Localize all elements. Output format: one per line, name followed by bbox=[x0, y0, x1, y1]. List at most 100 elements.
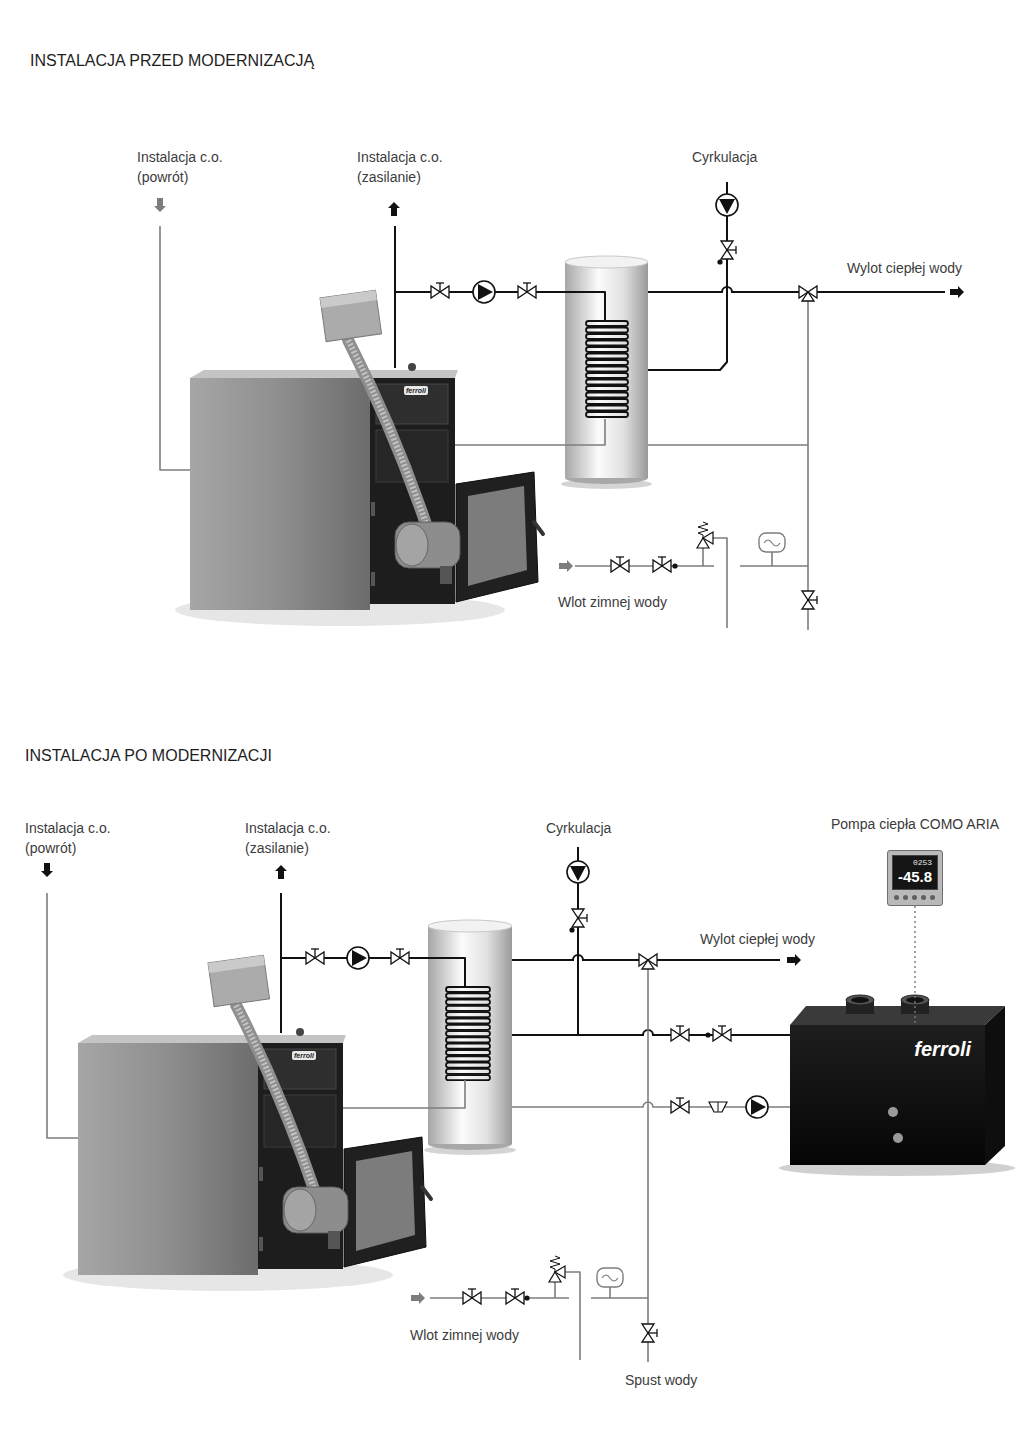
pump-symbol bbox=[347, 947, 369, 969]
tank-top bbox=[428, 920, 512, 932]
gate-valve bbox=[611, 557, 629, 572]
valve-handle bbox=[658, 556, 666, 557]
valve-body bbox=[680, 1029, 689, 1041]
pipe bbox=[647, 968, 649, 1362]
door-window bbox=[356, 1151, 415, 1251]
pipe bbox=[807, 300, 809, 630]
heating-coil bbox=[446, 1075, 490, 1080]
pump-symbol bbox=[567, 861, 589, 883]
feeder-tube-ribs bbox=[236, 1005, 316, 1195]
valve-body bbox=[722, 1029, 731, 1041]
label-slot: Instalacja c.o. (powrót) bbox=[137, 147, 237, 187]
boiler-hinge bbox=[259, 1237, 263, 1251]
boiler-side bbox=[190, 378, 370, 610]
pipe-label: Instalacja c.o. (powrót) bbox=[25, 818, 125, 858]
heating-coil bbox=[586, 406, 628, 411]
heating-coil bbox=[446, 1025, 490, 1030]
pipe bbox=[609, 1287, 611, 1298]
controller-panel: 0253-45.8Pompa ciepła COMO ARIA bbox=[825, 815, 1005, 906]
boiler-door bbox=[456, 472, 538, 602]
boiler-hinge bbox=[259, 1167, 263, 1181]
valve-body bbox=[721, 250, 733, 259]
pipe bbox=[395, 292, 605, 321]
three-way-valve bbox=[799, 286, 817, 301]
burner-cap bbox=[396, 524, 428, 566]
flow-arrow bbox=[388, 202, 400, 216]
burner-body bbox=[395, 522, 460, 568]
heat-pump-unit: ferroli bbox=[790, 1025, 985, 1165]
valve-body bbox=[391, 952, 400, 964]
heating-coil bbox=[586, 334, 628, 339]
tank-top bbox=[565, 256, 648, 268]
valve-stem bbox=[514, 1289, 515, 1298]
valve-stem bbox=[721, 1026, 722, 1035]
label-slot: Wlot zimnej wody bbox=[558, 592, 667, 612]
arrow-shape bbox=[411, 1292, 425, 1304]
burner-body bbox=[283, 1187, 348, 1233]
arrow-shape bbox=[388, 202, 400, 216]
valve-body bbox=[515, 1292, 524, 1304]
boiler-top bbox=[78, 1035, 346, 1043]
pipe bbox=[343, 1080, 465, 1108]
thermometer bbox=[296, 1028, 304, 1036]
label-slot: ferroli bbox=[292, 1051, 316, 1060]
label-slot: INSTALACJA PO MODERNIZACJI bbox=[25, 746, 272, 766]
pump-symbol bbox=[473, 281, 495, 303]
valve-body bbox=[555, 1266, 565, 1278]
pipe bbox=[702, 548, 704, 566]
pipe bbox=[771, 552, 773, 566]
valve-body bbox=[463, 1292, 472, 1304]
filter-body bbox=[709, 1102, 727, 1112]
gate-valve bbox=[713, 1026, 731, 1041]
gate-valve bbox=[721, 241, 736, 259]
label-slot: Wlot zimnej wody bbox=[410, 1325, 519, 1345]
pump-symbol bbox=[746, 1096, 768, 1118]
valve-body bbox=[721, 241, 733, 250]
boiler-hinge bbox=[371, 572, 375, 586]
valve-stem bbox=[399, 949, 400, 958]
boiler-side bbox=[78, 1043, 258, 1275]
valve-body bbox=[713, 1029, 722, 1041]
pipe bbox=[430, 1297, 569, 1299]
heating-coil bbox=[586, 360, 628, 365]
vessel-membrane bbox=[602, 1275, 618, 1281]
controller-button bbox=[912, 895, 917, 900]
gate-valve bbox=[671, 1026, 689, 1041]
burner-nozzle bbox=[440, 566, 452, 584]
pipe bbox=[394, 226, 396, 368]
feeder-tube bbox=[236, 1005, 316, 1195]
heating-coil bbox=[446, 1031, 490, 1036]
pipe bbox=[280, 893, 282, 1033]
heating-coil bbox=[446, 1012, 490, 1017]
valve-stem bbox=[661, 557, 662, 566]
valve-body bbox=[611, 560, 620, 572]
valve-handle bbox=[616, 556, 624, 557]
pipe bbox=[554, 1282, 556, 1298]
pipe bbox=[591, 1297, 648, 1299]
section-title: INSTALACJA PRZED MODERNIZACJĄ bbox=[30, 51, 314, 71]
valve-handle bbox=[523, 282, 531, 283]
pipe bbox=[648, 182, 727, 370]
valve-handle bbox=[656, 1329, 657, 1337]
controller-button bbox=[930, 895, 935, 900]
valve-stem bbox=[439, 283, 440, 292]
valve-body bbox=[620, 560, 629, 572]
valve-stem bbox=[727, 249, 736, 250]
valve-handle bbox=[511, 1288, 519, 1289]
display-value: 0253 bbox=[898, 858, 932, 868]
valve-body bbox=[527, 286, 536, 298]
arrow-shape bbox=[275, 865, 287, 879]
door-handle bbox=[534, 522, 543, 534]
heating-coil bbox=[586, 354, 628, 359]
valve-stem bbox=[471, 1289, 472, 1298]
valve-stem bbox=[679, 1026, 680, 1035]
valve-body bbox=[653, 560, 662, 572]
label-slot: Wylot ciepłej wody bbox=[847, 258, 962, 278]
burner-nozzle bbox=[328, 1231, 340, 1249]
valve-body bbox=[671, 1101, 680, 1113]
valve-body bbox=[440, 286, 449, 298]
pump-direction bbox=[570, 866, 586, 881]
valve-body bbox=[642, 960, 654, 969]
gate-valve bbox=[431, 283, 449, 298]
